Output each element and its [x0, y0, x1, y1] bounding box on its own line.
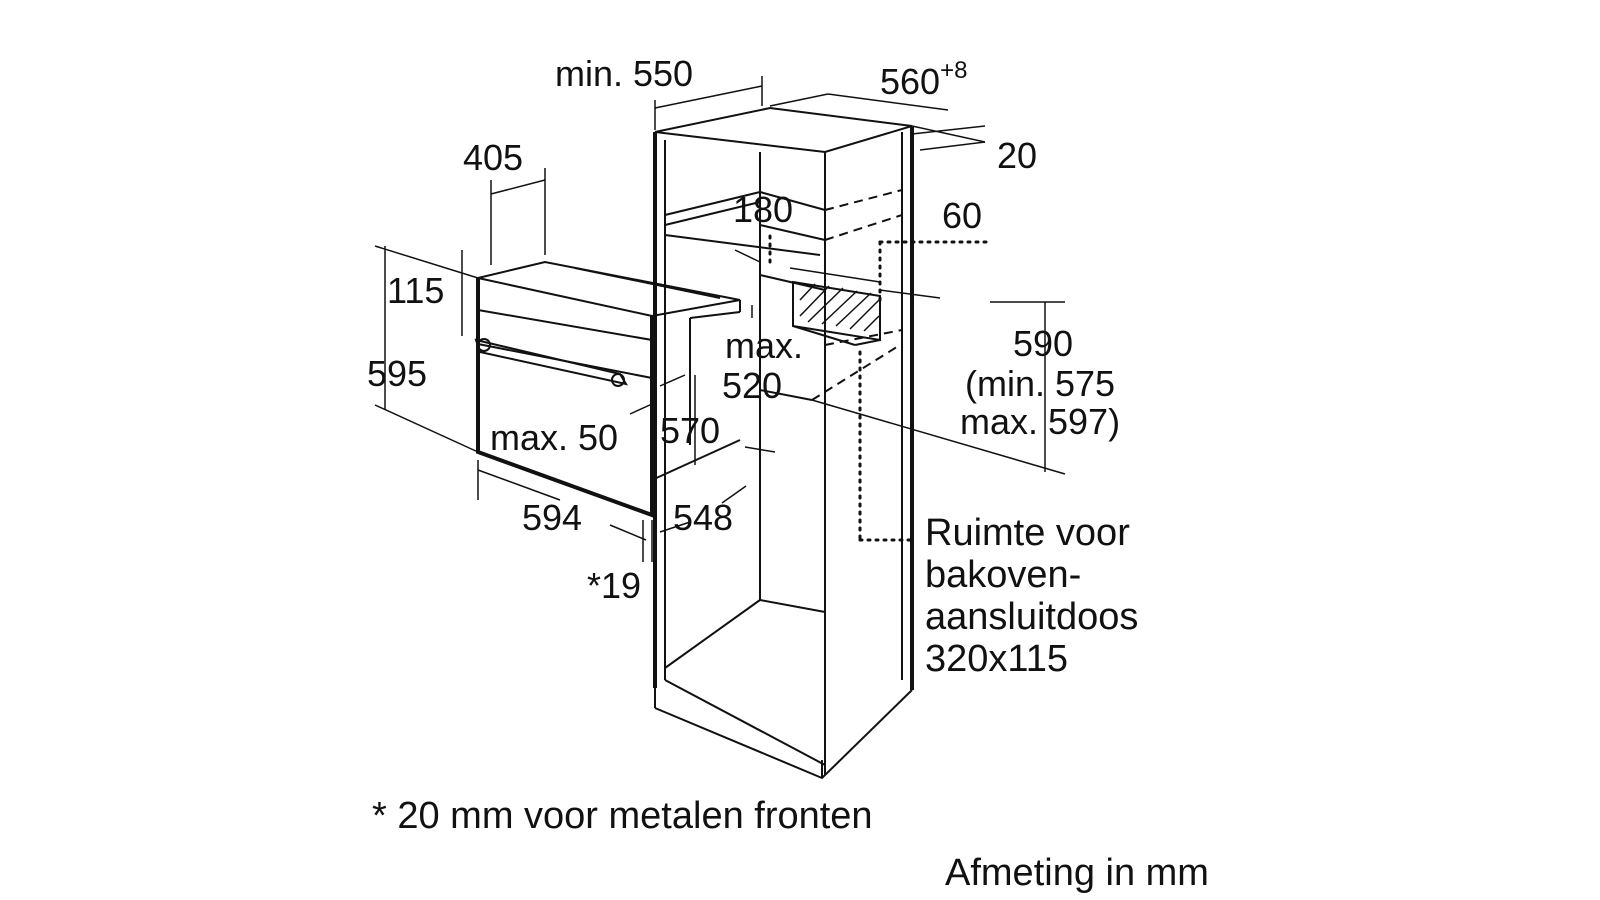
dim-405: 405 [463, 137, 523, 178]
dim-max-50: max. 50 [490, 417, 618, 458]
cabinet [653, 106, 914, 780]
socket-note-line4: 320x115 [925, 638, 1068, 680]
dim-115: 115 [387, 270, 444, 311]
dim-max-label: max. [725, 325, 803, 366]
socket-note-line1: Ruimte voor [925, 512, 1130, 554]
dim-594: 594 [522, 497, 582, 538]
dim-590-max: max. 597) [960, 401, 1120, 442]
oven [474, 260, 741, 518]
socket-box [792, 280, 881, 346]
units-note: Afmeting in mm [945, 852, 1209, 894]
dim-590-min: (min. 575 [965, 363, 1115, 404]
socket-note: Ruimte voor bakoven- aansluitdoos 320x11… [925, 512, 1138, 680]
footnote: * 20 mm voor metalen fronten [372, 795, 873, 837]
dim-min-550: min. 550 [555, 53, 693, 94]
dim-590: 590 [1013, 323, 1073, 364]
dim-20: 20 [997, 135, 1037, 176]
dim-520: 520 [722, 365, 782, 406]
dim-star-19: *19 [587, 565, 641, 606]
dim-570: 570 [660, 410, 720, 451]
dimension-lines [374, 76, 1066, 562]
dim-595: 595 [367, 353, 427, 394]
dim-560: 560+8 [880, 57, 967, 102]
dim-548: 548 [673, 497, 733, 538]
socket-note-line3: aansluitdoos [925, 596, 1138, 638]
dimension-labels: min. 550 560+8 20 405 180 60 115 595 max… [367, 53, 1120, 606]
dim-180: 180 [733, 189, 793, 230]
dim-60: 60 [942, 195, 982, 236]
socket-note-line2: bakoven- [925, 554, 1081, 596]
